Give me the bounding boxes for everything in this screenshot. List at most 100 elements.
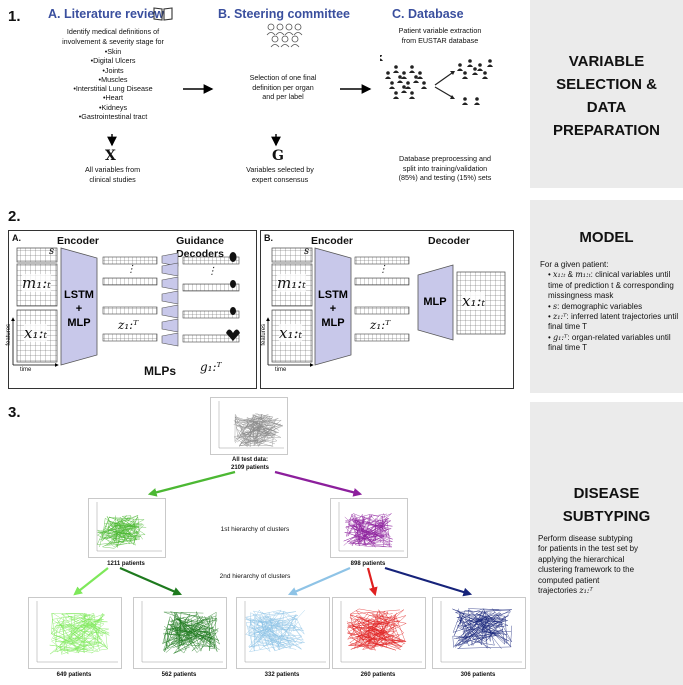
mlp-label: MLP	[423, 296, 447, 308]
person-glyph-body	[462, 76, 468, 79]
cluster-649-caption: 649 patients	[56, 672, 92, 678]
person-glyph-body	[401, 90, 407, 93]
trajectory-line	[107, 515, 139, 547]
organ-item: Muscles	[28, 75, 198, 84]
trajectory-line	[237, 423, 279, 436]
trajectory-line	[163, 615, 180, 644]
sym-z-a: z₁:ᵀ	[118, 318, 139, 332]
trajectory-line	[50, 619, 105, 648]
trajectory-line	[245, 413, 277, 445]
person-glyph	[463, 97, 467, 101]
trajectory-line	[353, 516, 392, 539]
g-caption: Variables selected by expert consensus	[246, 165, 314, 184]
person-glyph	[488, 59, 492, 63]
organ-item: Heart	[28, 93, 198, 102]
organ-item: Joints	[28, 66, 198, 75]
person-glyph-body	[401, 76, 407, 79]
trajectory-line	[365, 615, 407, 650]
organ-item: Skin	[28, 47, 198, 56]
dots-z-b: ⋮	[378, 264, 388, 275]
section3-description: Perform disease subtyping for patients i…	[538, 534, 639, 596]
trajectory-line	[60, 624, 109, 651]
cluster-arrow	[287, 566, 351, 596]
dots-z-a: ⋮	[126, 264, 136, 275]
time-label-a: time	[20, 367, 32, 373]
trajectory-line	[253, 617, 302, 650]
trajectory-line	[239, 413, 272, 446]
trajectory-line	[347, 513, 382, 537]
trajectory-plot	[244, 601, 326, 663]
trajectory-line	[344, 513, 391, 548]
g-symbol: G	[272, 148, 284, 164]
person-glyph	[468, 59, 472, 63]
trajectory-line	[351, 518, 385, 542]
person-glyph	[483, 71, 487, 75]
person-glyph	[463, 71, 467, 75]
trajectory-line	[264, 617, 297, 646]
latent-z-row	[354, 333, 410, 342]
trajectory-line	[254, 617, 305, 635]
trajectory-line	[374, 513, 392, 528]
person-glyph-body	[462, 102, 468, 105]
person-glyph-body	[385, 76, 391, 79]
section1-title: VARIABLE SELECTION & DATA PREPARATION	[553, 53, 660, 139]
trajectory-line	[349, 615, 393, 651]
encoder-lstm-b	[314, 247, 352, 366]
person-glyph-body	[409, 70, 415, 73]
person-glyph-body	[467, 64, 473, 67]
section3-side: DISEASE SUBTYPING Perform disease subtyp…	[530, 402, 683, 685]
trajectory-line	[258, 610, 297, 650]
trajectory-line	[243, 414, 276, 442]
trajectory-line	[191, 626, 214, 652]
trajectory-line	[352, 518, 387, 537]
cluster-arrow	[366, 567, 378, 597]
guidance-mlps	[161, 252, 179, 347]
trajectory-line	[101, 516, 136, 540]
encoder-label-a: Encoder	[57, 235, 100, 247]
trajectory-plot	[340, 601, 422, 663]
database-caption: Database preprocessing and split into tr…	[398, 154, 492, 183]
trajectory-line	[346, 524, 379, 543]
trajectory-line	[454, 609, 512, 648]
trajectory-line	[103, 527, 140, 549]
trajectory-line	[350, 608, 400, 615]
trajectory-line	[347, 612, 400, 640]
person-glyph-body	[474, 102, 480, 105]
cluster-arrow	[73, 567, 109, 596]
sym-m-a: m₁:ₜ	[22, 274, 51, 292]
steering-text: Selection of one final definition per or…	[249, 73, 317, 102]
person-glyph	[394, 91, 398, 95]
section3-number: 3.	[8, 404, 21, 421]
trajectory-line	[239, 424, 283, 443]
trajectory-line	[352, 522, 393, 540]
sym-x-b: x₁:ₜ	[279, 324, 303, 342]
person-glyph	[418, 71, 422, 75]
trajectory-line	[452, 608, 499, 642]
trajectory-line	[453, 610, 488, 636]
person-glyph-body	[405, 86, 411, 89]
cluster-arrow	[384, 566, 473, 597]
trajectory-line	[191, 622, 211, 652]
trajectory-line	[245, 609, 289, 653]
plot-cluster-306	[432, 597, 526, 669]
section-variable-selection: VARIABLE SELECTION & DATA PREPARATION 1.…	[0, 0, 683, 188]
trajectory-line	[239, 414, 271, 446]
legend-item-s: • s: demographic variables	[548, 301, 643, 311]
person-glyph	[422, 81, 426, 85]
organ-item: Digital Ulcers	[28, 56, 198, 65]
plot-cluster-562	[133, 597, 227, 669]
static-s-grid-b	[271, 247, 313, 263]
features-label-b: features	[261, 323, 268, 346]
person-glyph	[475, 97, 479, 101]
person-glyph-body	[393, 96, 399, 99]
trajectory-line	[354, 514, 384, 547]
trajectory-line	[240, 413, 274, 444]
trajectory-line	[467, 611, 512, 641]
section1-number: 1.	[8, 8, 21, 25]
legend-item-x-m: • x₁:ₜ & m₁:ₜ: clinical variables until …	[548, 270, 674, 301]
trajectory-line	[245, 617, 303, 650]
latent-z-row	[102, 333, 158, 342]
sym-x-a: x₁:ₜ	[24, 324, 48, 342]
organ-output-row	[182, 283, 240, 292]
organ-output-row	[182, 310, 240, 319]
